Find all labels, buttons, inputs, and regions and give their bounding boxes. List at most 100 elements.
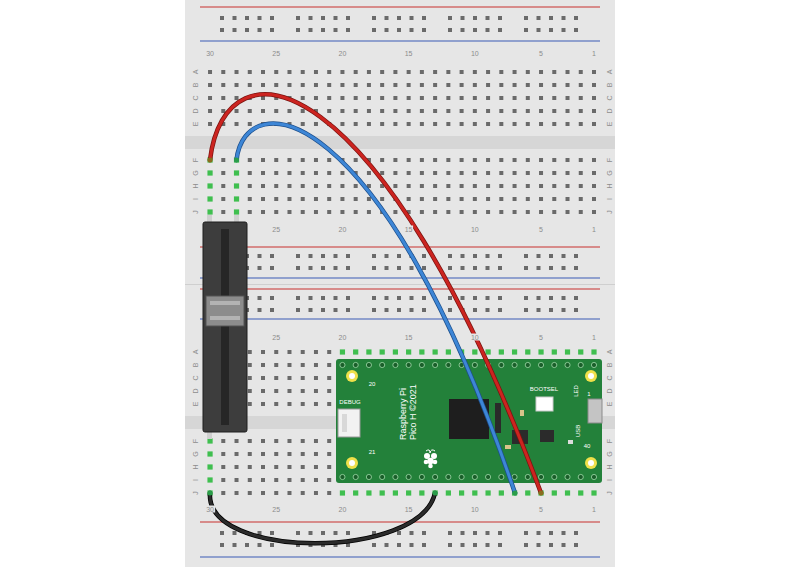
hole: [473, 543, 477, 547]
hole: [552, 158, 556, 162]
connected-hole: [459, 490, 464, 495]
hole: [221, 478, 225, 482]
hole: [301, 184, 305, 188]
hole: [574, 28, 578, 32]
hole: [486, 308, 490, 312]
hole: [446, 491, 450, 495]
hole: [301, 122, 305, 126]
hole: [461, 531, 465, 535]
hole: [448, 16, 452, 20]
pico-pin: [472, 474, 477, 479]
hole: [473, 197, 477, 201]
hole: [301, 83, 305, 87]
wire-end: [513, 491, 518, 496]
pico-pin: [499, 474, 504, 479]
hole: [446, 171, 450, 175]
column-letter: F: [192, 157, 199, 163]
hole: [301, 491, 305, 495]
pico-pin: [393, 474, 398, 479]
hole: [380, 491, 384, 495]
hole: [340, 210, 344, 214]
hole: [334, 296, 338, 300]
row-number: 10: [470, 50, 480, 57]
hole: [248, 363, 252, 367]
hole: [314, 402, 318, 406]
hole: [498, 16, 502, 20]
hole: [354, 350, 358, 354]
hole: [287, 452, 291, 456]
connected-hole: [234, 209, 239, 214]
hole: [274, 491, 278, 495]
hole: [367, 70, 371, 74]
hole: [422, 308, 426, 312]
hole: [498, 296, 502, 300]
hole: [460, 363, 464, 367]
hole: [422, 266, 426, 270]
hole: [248, 452, 252, 456]
hole: [526, 491, 530, 495]
row-number: 25: [271, 50, 281, 57]
connected-hole: [472, 362, 477, 367]
inductor: [540, 430, 554, 442]
hole: [258, 28, 262, 32]
hole: [486, 543, 490, 547]
breadboard: [185, 0, 615, 284]
hole: [261, 350, 265, 354]
column-letter: D: [606, 107, 613, 114]
hole: [301, 363, 305, 367]
hole: [410, 296, 414, 300]
hole: [248, 376, 252, 380]
black-wire: [210, 493, 435, 543]
hole: [220, 16, 224, 20]
hole: [248, 210, 252, 214]
connected-hole: [578, 490, 583, 495]
hole: [549, 16, 553, 20]
pico-pcb: [336, 359, 602, 483]
hole: [397, 543, 401, 547]
hole: [309, 254, 313, 258]
hole: [314, 171, 318, 175]
hole: [385, 28, 389, 32]
hole: [208, 491, 212, 495]
hole: [274, 402, 278, 406]
hole: [473, 308, 477, 312]
hole: [321, 308, 325, 312]
hole: [208, 465, 212, 469]
hole: [473, 70, 477, 74]
hole: [410, 16, 414, 20]
connected-hole: [578, 349, 583, 354]
connected-hole: [207, 477, 212, 482]
hole: [562, 308, 566, 312]
hole: [486, 83, 490, 87]
connected-hole: [565, 362, 570, 367]
hole: [274, 210, 278, 214]
hole: [407, 122, 411, 126]
hole: [579, 210, 583, 214]
hole: [460, 70, 464, 74]
pico-pin: [353, 474, 358, 479]
hole: [566, 122, 570, 126]
hole: [221, 491, 225, 495]
hole: [433, 96, 437, 100]
hole: [287, 171, 291, 175]
hole: [208, 197, 212, 201]
hole: [235, 70, 239, 74]
connected-hole: [446, 362, 451, 367]
hole: [235, 122, 239, 126]
row-number: 25: [271, 334, 281, 341]
hole: [486, 96, 490, 100]
hole: [448, 296, 452, 300]
hole: [314, 158, 318, 162]
smd-part: [505, 445, 511, 449]
hole: [301, 389, 305, 393]
column-letter: I: [192, 478, 199, 482]
connected-hole: [538, 349, 543, 354]
hole: [422, 296, 426, 300]
hole: [221, 158, 225, 162]
hole: [233, 28, 237, 32]
hole: [407, 158, 411, 162]
hole: [314, 350, 318, 354]
hole: [473, 28, 477, 32]
hole: [397, 531, 401, 535]
hole: [537, 531, 541, 535]
